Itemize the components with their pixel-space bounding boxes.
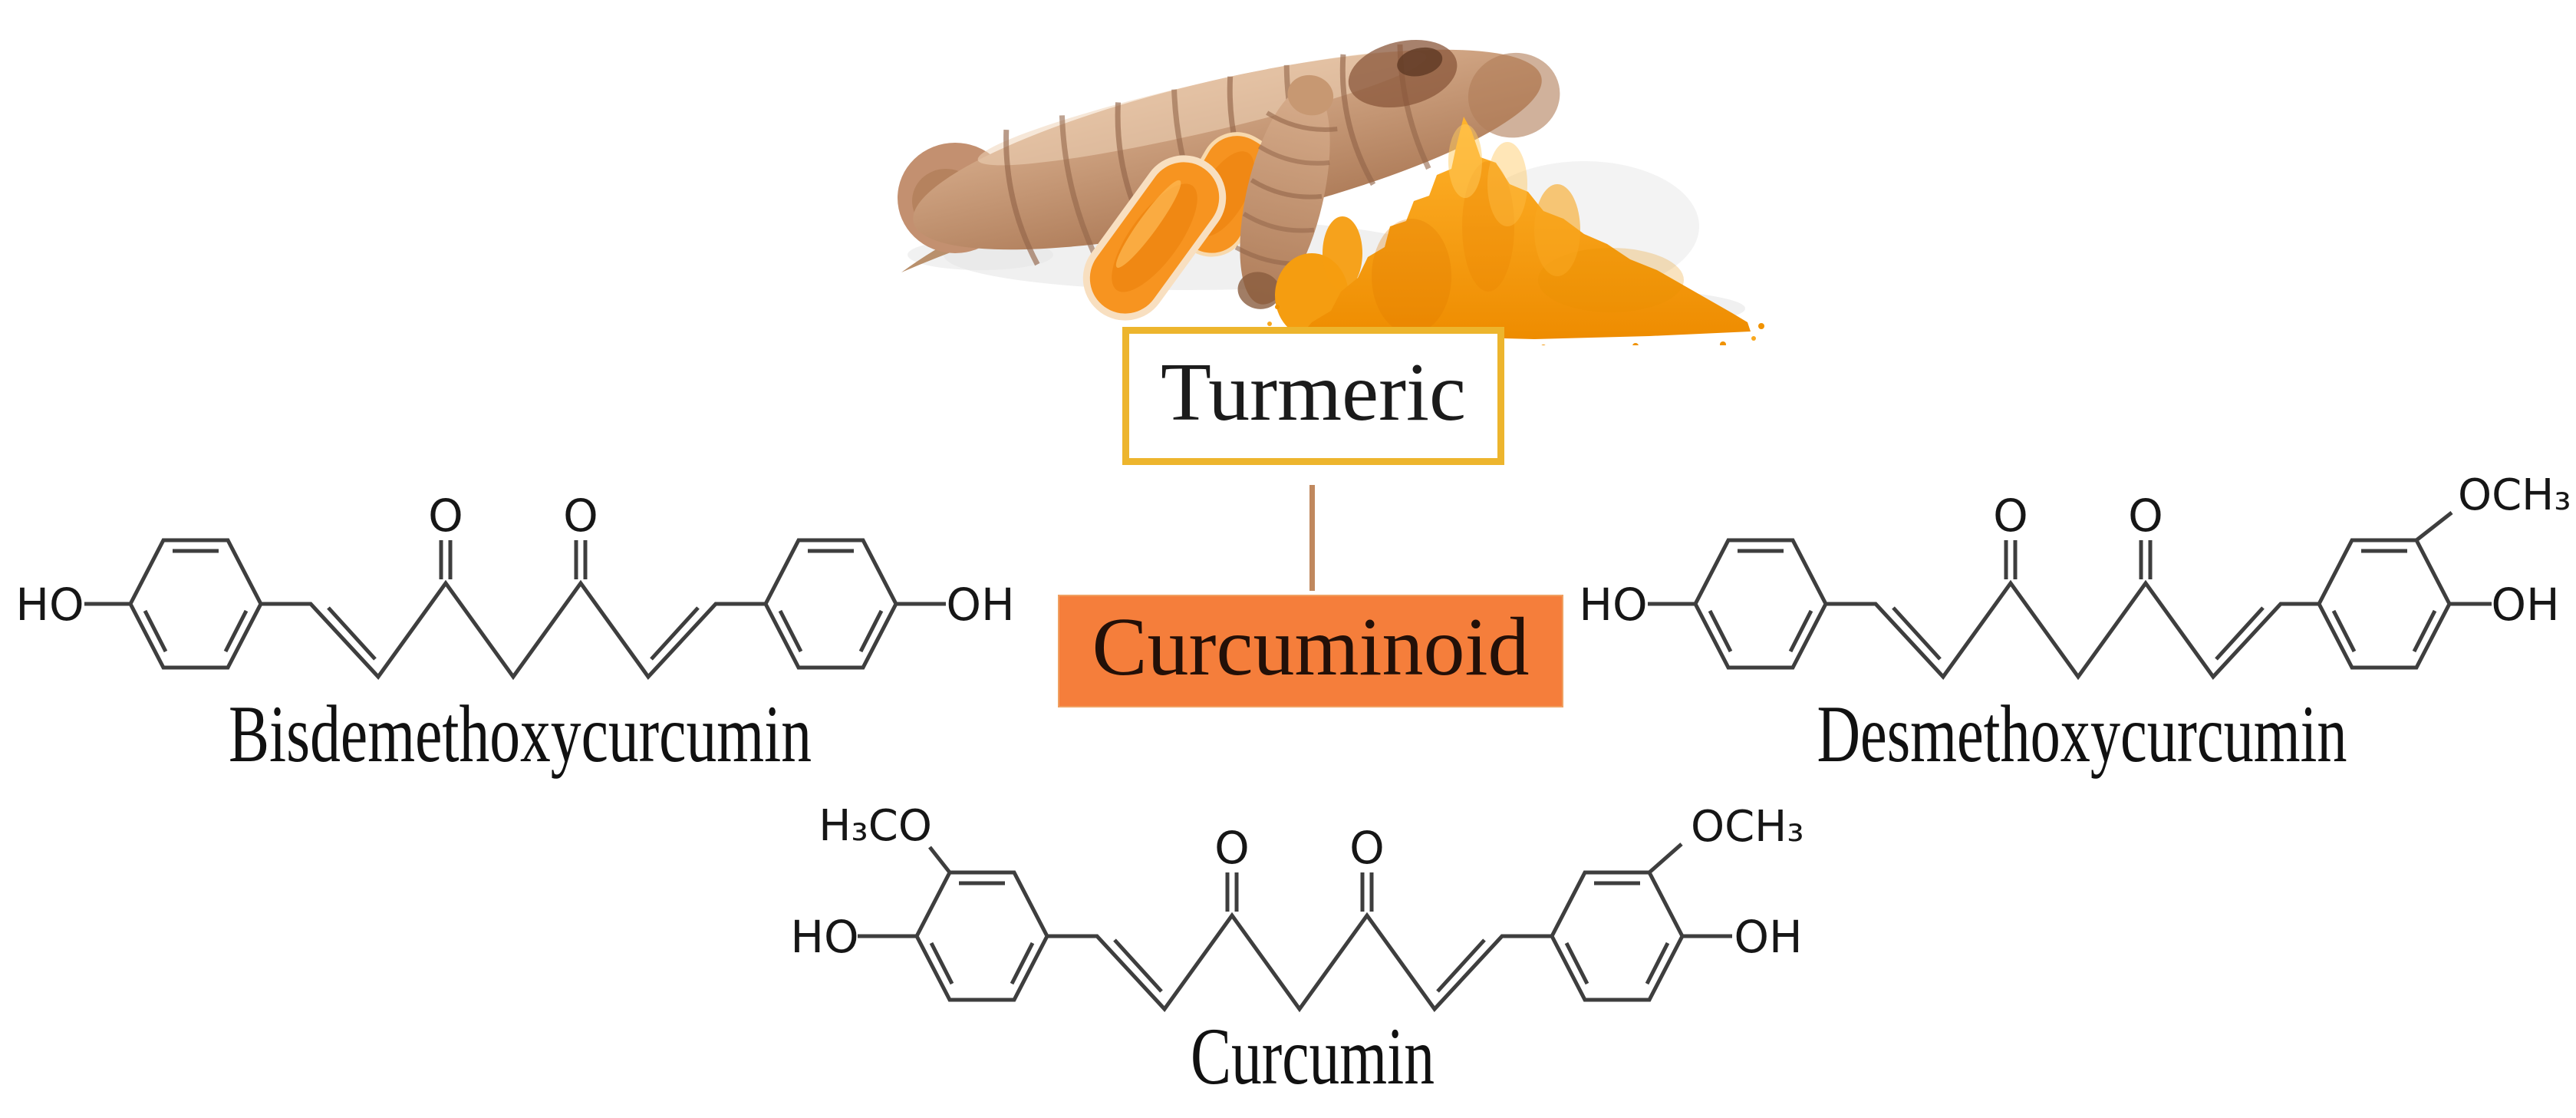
double-bonds (1708, 540, 2437, 661)
turmeric-curcuminoid-connector (1309, 485, 1315, 591)
methoxy-label: OCH₃ (2458, 470, 2571, 520)
skeleton-bonds (858, 843, 1732, 1013)
ketone-oxygen-label: O (1214, 822, 1250, 874)
turmeric-powder-pile (1267, 117, 1764, 345)
hydroxyl-label: OH (946, 579, 1014, 631)
structure-name-curcumin: Curcumin (1191, 1011, 1435, 1101)
hydroxyl-label: HO (790, 911, 858, 963)
structure-name-bisdemethoxycurcumin: Bisdemethoxycurcumin (229, 689, 812, 779)
double-bonds (143, 540, 884, 661)
hydroxyl-label: OH (2491, 579, 2559, 631)
hydroxyl-label: OH (1734, 911, 1802, 963)
ketone-oxygen-label: O (428, 490, 463, 542)
double-bonds (929, 872, 1670, 993)
methoxy-label: OCH₃ (1691, 802, 1804, 852)
turmeric-photo (898, 40, 1764, 345)
turmeric-slice-big (1082, 155, 1227, 321)
turmeric-finger (1234, 74, 1338, 309)
hydroxyl-label: HO (1579, 579, 1647, 631)
skeleton-bonds (1648, 511, 2492, 681)
structure-name-desmethoxycurcumin: Desmethoxycurcumin (1817, 689, 2347, 779)
structure-bisdemethoxycurcumin: HO O O OH Bisdemethoxycurcumin (15, 490, 1014, 779)
skeleton-bonds (84, 538, 946, 681)
ketone-oxygen-label: O (563, 490, 598, 542)
turmeric-label-box: Turmeric (1122, 327, 1504, 465)
hydroxyl-label: HO (15, 579, 84, 631)
turmeric-label: Turmeric (1161, 347, 1466, 438)
curcuminoid-label-box: Curcuminoid (1058, 595, 1563, 707)
ketone-oxygen-label: O (1349, 822, 1385, 874)
structure-curcumin: HO H₃CO O O OH OCH₃ Curcumin (790, 801, 1804, 1101)
structure-desmethoxycurcumin: HO O O OH OCH₃ Desmethoxycurcumin (1579, 470, 2571, 779)
curcuminoid-label: Curcuminoid (1092, 601, 1530, 693)
ketone-oxygen-label: O (2128, 490, 2163, 542)
ketone-oxygen-label: O (1993, 490, 2028, 542)
methoxy-label: H₃CO (819, 801, 932, 851)
